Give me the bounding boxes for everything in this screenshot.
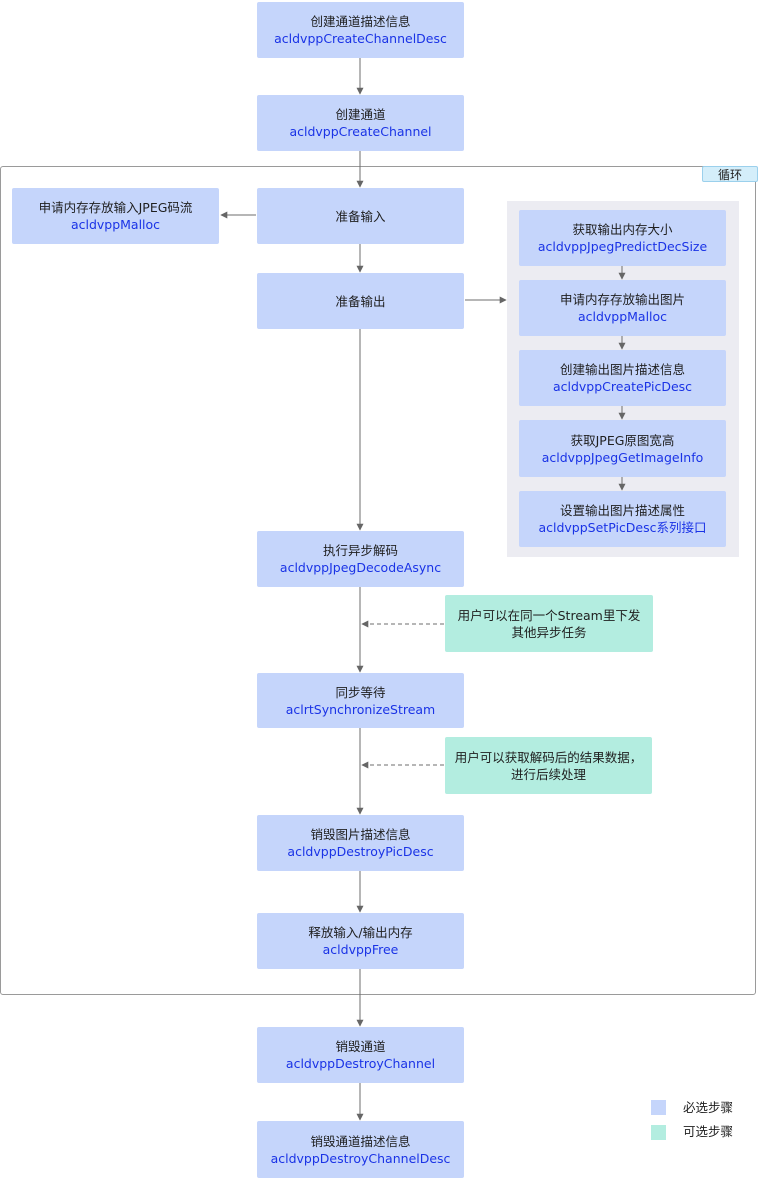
step-api: acldvppCreateChannelDesc [274, 31, 447, 46]
step-title: 申请内存存放输入JPEG码流 [38, 200, 193, 215]
step-create-channel-desc: 创建通道描述信息 acldvppCreateChannelDesc [257, 2, 464, 58]
legend-optional-swatch [651, 1125, 666, 1140]
step-api: acldvppDestroyChannelDesc [270, 1150, 451, 1166]
note-line-1: 用户可以获取解码后的结果数据， [454, 749, 643, 765]
legend-required-label: 必选步骤 [683, 1100, 734, 1115]
step-api: acldvppCreateChannel [289, 124, 432, 139]
step-set-pic-desc: 设置输出图片描述属性 acldvppSetPicDesc系列接口 [519, 491, 726, 547]
step-title: 同步等待 [335, 684, 386, 700]
loop-label: 循环 [702, 166, 758, 182]
step-prepare-output: 准备输出 [257, 273, 464, 329]
step-malloc-output: 申请内存存放输出图片 acldvppMalloc [519, 280, 726, 336]
step-title: 销毁图片描述信息 [310, 827, 411, 842]
legend-required-swatch [651, 1100, 666, 1115]
step-title: 申请内存存放输出图片 [559, 292, 685, 307]
step-destroy-channel: 销毁通道 acldvppDestroyChannel [257, 1027, 464, 1083]
step-destroy-pic-desc: 销毁图片描述信息 acldvppDestroyPicDesc [257, 815, 464, 871]
step-api: acldvppCreatePicDesc [552, 379, 693, 394]
step-title: 获取JPEG原图宽高 [570, 432, 675, 448]
step-malloc-input: 申请内存存放输入JPEG码流 acldvppMalloc [12, 188, 219, 244]
note-line-2: 进行后续处理 [510, 766, 586, 782]
step-free-memory: 释放输入/输出内存 acldvppFree [257, 913, 464, 969]
step-create-channel: 创建通道 acldvppCreateChannel [257, 95, 464, 151]
step-api: acldvppDestroyPicDesc [287, 844, 434, 859]
step-title: 销毁通道 [335, 1039, 386, 1054]
step-title: 创建通道 [335, 107, 386, 122]
step-predict-size: 获取输出内存大小 acldvppJpegPredictDecSize [519, 210, 726, 266]
step-api: acldvppSetPicDesc系列接口 [538, 520, 707, 535]
step-api: acldvppFree [322, 942, 399, 957]
step-api: acldvppMalloc [577, 309, 668, 324]
note-line-2: 其他异步任务 [511, 624, 587, 640]
optional-note-get-result: 用户可以获取解码后的结果数据， 进行后续处理 [445, 737, 652, 794]
step-title: 释放输入/输出内存 [308, 925, 413, 940]
loop-frame [0, 166, 756, 995]
step-decode-async: 执行异步解码 acldvppJpegDecodeAsync [257, 531, 464, 587]
legend-optional-label: 可选步骤 [683, 1124, 734, 1139]
step-title: 创建输出图片描述信息 [559, 362, 685, 377]
step-title: 准备输出 [335, 293, 386, 309]
step-api: acldvppMalloc [70, 217, 161, 232]
note-line-1: 用户可以在同一个Stream里下发 [457, 607, 641, 623]
step-api: aclrtSynchronizeStream [285, 701, 436, 717]
step-prepare-input: 准备输入 [257, 188, 464, 244]
step-api: acldvppJpegGetImageInfo [541, 449, 704, 465]
optional-note-other-tasks: 用户可以在同一个Stream里下发 其他异步任务 [445, 595, 653, 652]
step-title: 创建通道描述信息 [310, 14, 411, 29]
step-title: 准备输入 [335, 208, 386, 224]
step-sync-wait: 同步等待 aclrtSynchronizeStream [257, 673, 464, 728]
step-destroy-channel-desc: 销毁通道描述信息 acldvppDestroyChannelDesc [257, 1121, 464, 1178]
step-api: acldvppJpegDecodeAsync [279, 560, 442, 575]
step-title: 销毁通道描述信息 [310, 1133, 411, 1149]
step-title: 设置输出图片描述属性 [559, 503, 685, 518]
step-api: acldvppJpegPredictDecSize [537, 239, 708, 254]
step-api: acldvppDestroyChannel [285, 1056, 436, 1071]
step-create-pic-desc: 创建输出图片描述信息 acldvppCreatePicDesc [519, 350, 726, 406]
step-get-image-info: 获取JPEG原图宽高 acldvppJpegGetImageInfo [519, 420, 726, 477]
step-title: 获取输出内存大小 [572, 222, 673, 237]
step-title: 执行异步解码 [322, 543, 398, 558]
